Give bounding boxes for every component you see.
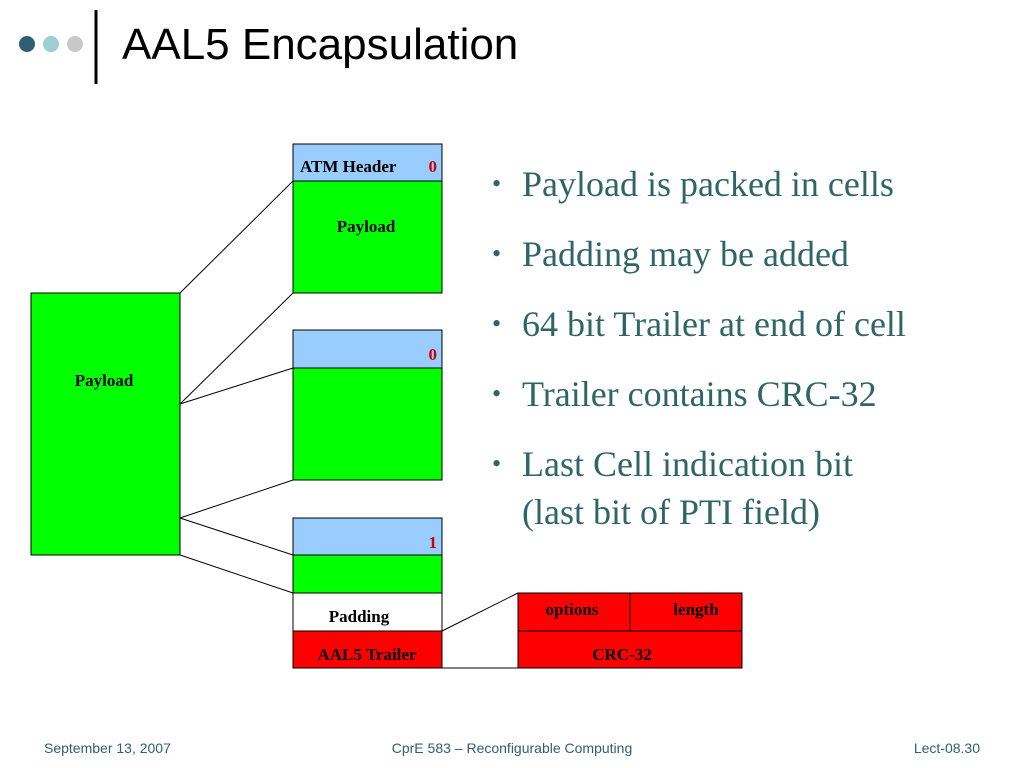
cell3-payload — [292, 554, 443, 594]
dot-dark-icon — [19, 36, 35, 52]
connector-lines — [179, 180, 519, 669]
padding-block — [292, 592, 443, 632]
connector-line — [179, 554, 294, 594]
bullet-item: 64 bit Trailer at end of cell — [492, 300, 1012, 348]
bullet-item: Payload is packed in cells — [492, 160, 1012, 208]
connector-line — [179, 517, 294, 556]
bullet-text: Payload is packed in cells — [522, 164, 894, 204]
cell2-payload — [292, 367, 443, 481]
connector-line — [179, 180, 294, 294]
slide-title: AAL5 Encapsulation — [122, 20, 519, 69]
dot-gray-icon — [67, 36, 83, 52]
cell1-pti-bit: 0 — [429, 157, 438, 176]
footer-course: CprE 583 – Reconfigurable Computing — [391, 740, 633, 756]
source-payload-block — [30, 292, 181, 556]
trailer-length-label: length — [673, 600, 719, 619]
cell2-header — [292, 329, 443, 369]
connector-line — [441, 592, 519, 632]
source-payload-label: Payload — [75, 371, 134, 390]
cell3-pti-bit: 1 — [429, 533, 438, 552]
bullet-list: Payload is packed in cells Padding may b… — [492, 160, 1012, 558]
bullet-text: 64 bit Trailer at end of cell — [522, 304, 906, 344]
cell1-header — [292, 143, 443, 182]
connector-line — [179, 367, 294, 405]
aal5-trailer-block — [292, 630, 443, 669]
cell2-pti-bit: 0 — [429, 345, 438, 364]
bullet-item: Padding may be added — [492, 230, 1012, 278]
padding-label: Padding — [329, 607, 390, 626]
footer-lecture: Lect-08.30 — [913, 740, 980, 756]
bullet-text: Padding may be added — [522, 234, 849, 274]
cell1-payload — [292, 180, 443, 294]
connector-line — [179, 292, 294, 405]
bullet-item: Trailer contains CRC-32 — [492, 370, 1012, 418]
cell3-header — [292, 517, 443, 556]
bullet-text: Trailer contains CRC-32 — [522, 374, 877, 414]
trailer-options-label: options — [546, 600, 599, 619]
trailer-length-field — [629, 592, 743, 632]
trailer-crc-label: CRC-32 — [592, 645, 652, 664]
bullet-item: Last Cell indication bit (last bit of PT… — [492, 440, 1012, 536]
bullet-text-continued: (last bit of PTI field) — [522, 492, 820, 532]
footer-date: September 13, 2007 — [44, 740, 171, 756]
title-decoration — [19, 10, 98, 84]
cell1-payload-label: Payload — [337, 217, 396, 236]
cell1-header-label: ATM Header — [300, 157, 397, 176]
connector-line — [179, 479, 294, 519]
bullet-text: Last Cell indication bit — [522, 444, 853, 484]
dot-teal-icon — [43, 36, 59, 52]
trailer-crc-field — [517, 630, 743, 669]
aal5-trailer-label: AAL5 Trailer — [318, 645, 417, 664]
